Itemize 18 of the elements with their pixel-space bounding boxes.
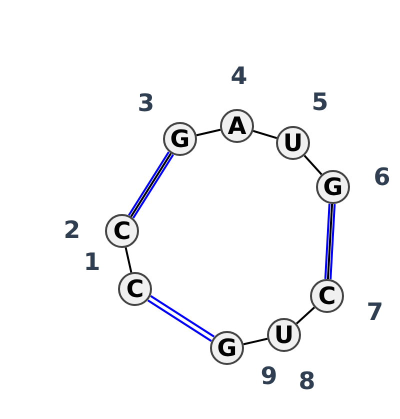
base-pair-line (146, 295, 216, 342)
position-number: 6 (372, 165, 392, 189)
position-number: 5 (310, 90, 330, 114)
backbone-line (252, 130, 278, 140)
base-pair-line (324, 202, 336, 280)
backbone-line (304, 154, 322, 176)
backbone-line (296, 306, 316, 324)
position-number: 3 (136, 91, 156, 115)
backbone-line (196, 128, 221, 136)
position-number: 1 (82, 250, 102, 274)
position-number: 2 (62, 218, 82, 242)
position-number: 4 (230, 64, 248, 88)
position-number: 7 (366, 300, 384, 324)
backbone-line (243, 338, 268, 346)
position-number: 8 (298, 369, 316, 393)
position-number: 9 (260, 364, 278, 388)
backbone-line (326, 204, 334, 280)
backbone-line (124, 247, 132, 273)
